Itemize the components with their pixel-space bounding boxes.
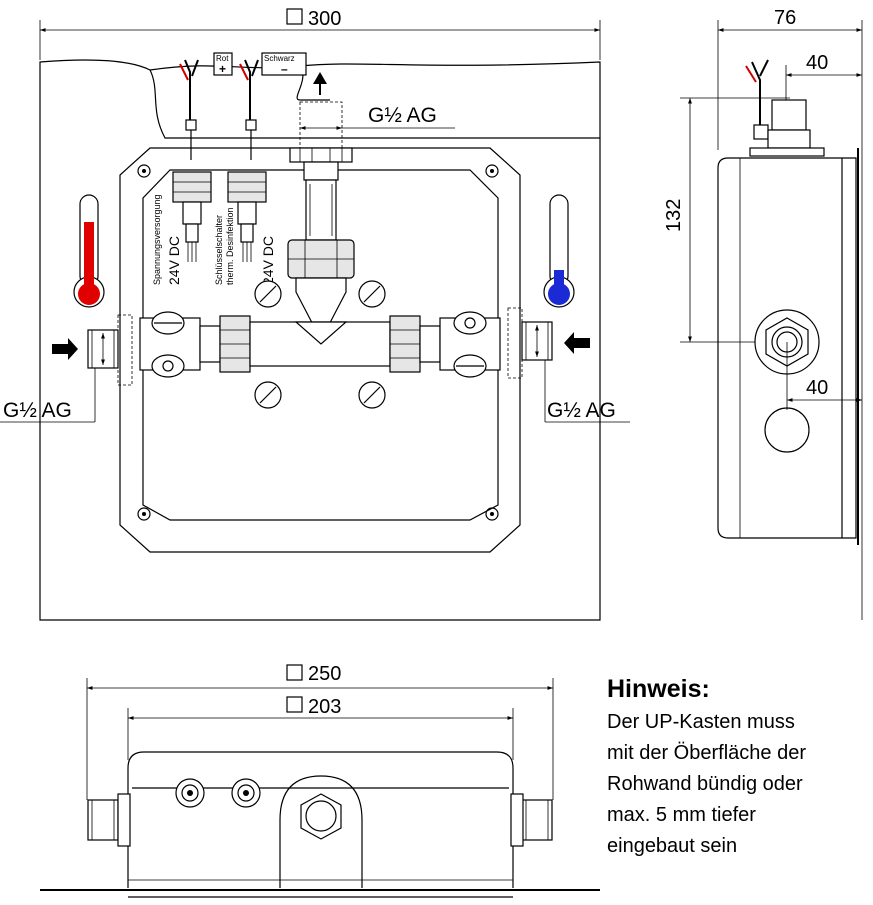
- arrow-up-icon: [313, 72, 327, 84]
- svg-text:Rot: Rot: [216, 54, 229, 63]
- cable-left: [179, 59, 199, 160]
- label-power-supply: Spannungsversorgung: [152, 194, 162, 285]
- label-thermal-disinfection: therm. Desinfektion: [225, 207, 235, 285]
- inner-dim-label: 203: [308, 696, 341, 718]
- installation-note: Hinweis: Der UP-Kasten muss mit der Öber…: [607, 675, 806, 857]
- bottom-glands: [175, 778, 261, 808]
- bottom-view: 250 203: [40, 663, 600, 898]
- label-power-voltage: 24V DC: [166, 236, 182, 285]
- cable-right: [239, 59, 259, 160]
- square-symbol-icon-250: [286, 664, 303, 681]
- outer-dim-label: 250: [308, 663, 341, 685]
- arrow-right-icon: [52, 338, 78, 360]
- square-symbol-icon: [286, 8, 303, 25]
- arrow-left-icon: [564, 332, 590, 354]
- note-line-1: Der UP-Kasten muss: [607, 711, 795, 733]
- valve-screw-icons: [151, 280, 487, 409]
- bottom-outlet: [279, 775, 363, 888]
- depth-dim-label: 76: [774, 7, 796, 29]
- note-line-2: mit der Öberfläche der: [607, 742, 806, 764]
- width-dimension-300: 300: [39, 8, 601, 60]
- svg-text:Schwarz: Schwarz: [264, 54, 295, 63]
- bottom-box-outline: [127, 751, 514, 888]
- side-lower-port: [764, 407, 810, 453]
- front-view: 300: [0, 8, 630, 621]
- svg-text:+: +: [219, 62, 226, 76]
- side-view: 76 40 132 40: [663, 7, 863, 620]
- box-flange-outline: [119, 147, 521, 553]
- note-title: Hinweis:: [607, 675, 710, 703]
- width-dim-label: 300: [308, 8, 341, 30]
- note-line-4: max. 5 mm tiefer: [607, 804, 756, 826]
- wire-label-red: Rot +: [213, 52, 233, 76]
- right-inlet: G½ AG: [507, 307, 630, 423]
- thermometer-cold-icon: [543, 194, 575, 308]
- thread-right-label: G½ AG: [547, 399, 616, 422]
- box-inner-outline: [142, 169, 499, 521]
- square-symbol-icon-203: [286, 696, 303, 713]
- top-outlet: G½ AG: [287, 72, 455, 342]
- side-box-outline: [717, 157, 857, 539]
- offset-bottom-dim-label: 40: [806, 377, 828, 399]
- note-line-3: Rohwand bündig oder: [607, 773, 803, 795]
- offset-top-dim-label: 40: [806, 52, 828, 74]
- note-line-5: eingebaut sein: [607, 835, 737, 857]
- horizontal-pipe: [139, 315, 501, 373]
- corner-screw-icons: [137, 164, 499, 521]
- left-inlet: G½ AG: [0, 314, 133, 423]
- thread-left-label: G½ AG: [3, 399, 72, 422]
- svg-text:–: –: [281, 62, 288, 76]
- thermometer-hot-icon: [73, 194, 105, 308]
- label-switch-voltage: 24V DC: [260, 236, 276, 285]
- cable-glands: [172, 171, 267, 262]
- thread-top-label: G½ AG: [368, 104, 437, 127]
- height-dim-label: 132: [663, 199, 685, 232]
- wire-label-black: Schwarz –: [261, 52, 307, 76]
- label-key-switch: Schlüsselschalter: [214, 215, 224, 285]
